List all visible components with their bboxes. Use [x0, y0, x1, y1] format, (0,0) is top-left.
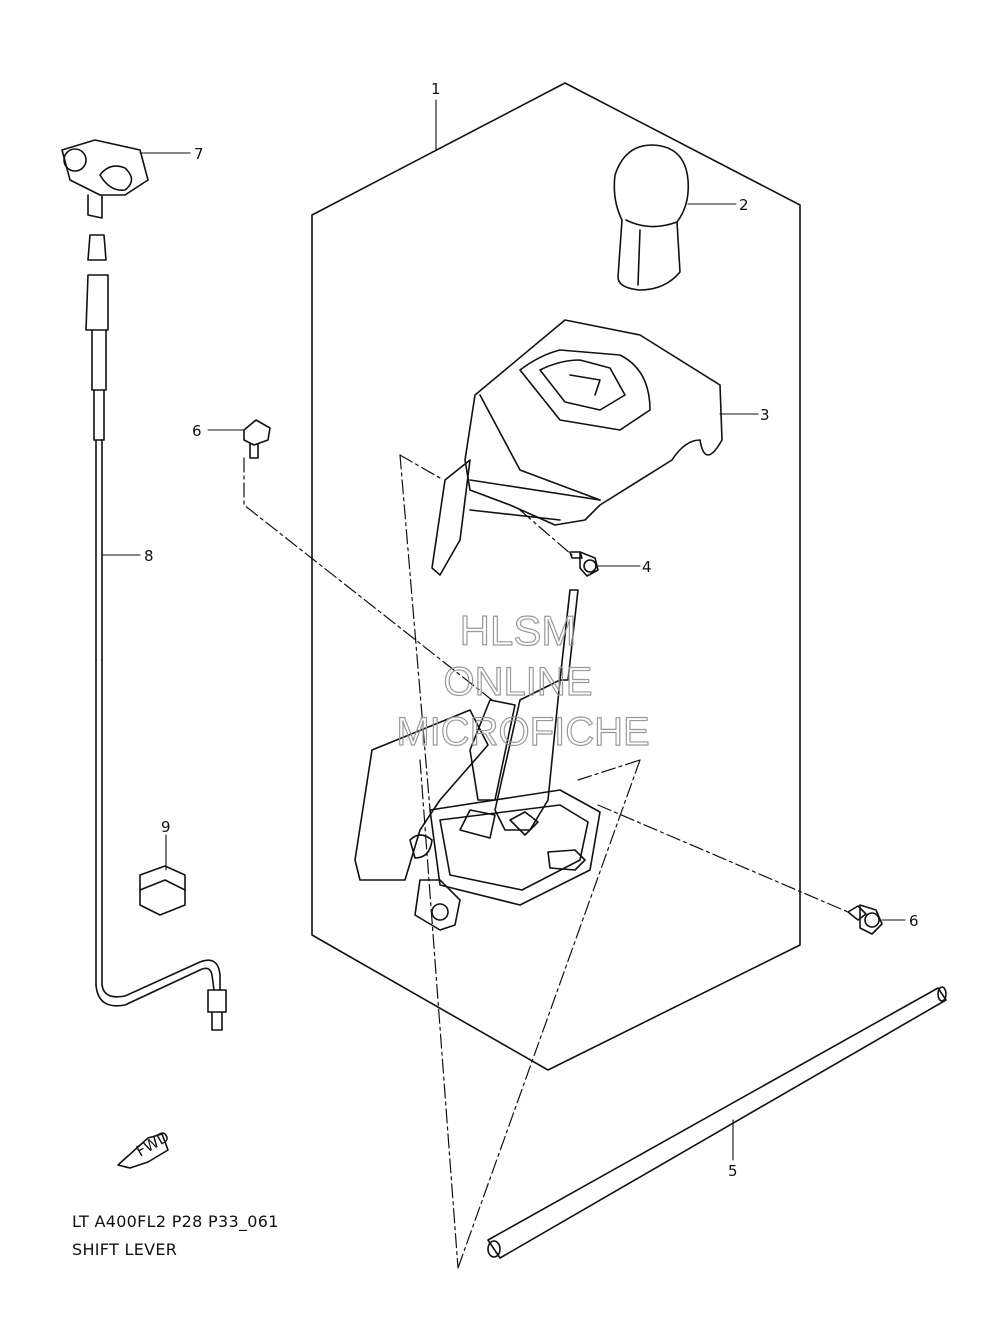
callout-4: 4: [642, 558, 652, 576]
fwd-arrow-icon: FWD: [117, 1127, 172, 1169]
callout-8: 8: [144, 547, 154, 565]
watermark: HLSM ONLINE MICROFICHE: [396, 606, 651, 754]
diagram-title: SHIFT LEVER: [72, 1240, 178, 1259]
shift-cable: [61, 139, 227, 1031]
callout-1: 1: [431, 80, 441, 98]
callout-5: 5: [728, 1162, 738, 1180]
callout-2: 2: [739, 196, 749, 214]
diagram-code: LT A400FL2 P28 P33_061: [72, 1212, 279, 1231]
callout-6-right: 6: [909, 912, 919, 930]
rod-5: [487, 986, 947, 1259]
reference-lines: [243, 454, 849, 1269]
callout-7: 7: [194, 145, 204, 163]
bolt-6-right: [847, 904, 883, 935]
shift-lever-bracket: [354, 589, 601, 931]
callout-9: 9: [161, 818, 171, 836]
callout-6-top: 6: [192, 422, 202, 440]
bolt-6-top: [243, 419, 271, 459]
svg-text:HLSM: HLSM: [460, 607, 577, 654]
callout-3: 3: [760, 406, 770, 424]
clamp-9: [139, 865, 186, 916]
svg-text:MICROFICHE: MICROFICHE: [396, 710, 649, 754]
leader-lines: [101, 99, 906, 1161]
assembly-outline: [311, 82, 801, 1071]
shift-knob: [613, 144, 690, 291]
shift-cover: [431, 319, 723, 576]
svg-text:ONLINE: ONLINE: [444, 660, 593, 704]
bolt-4: [569, 551, 599, 577]
